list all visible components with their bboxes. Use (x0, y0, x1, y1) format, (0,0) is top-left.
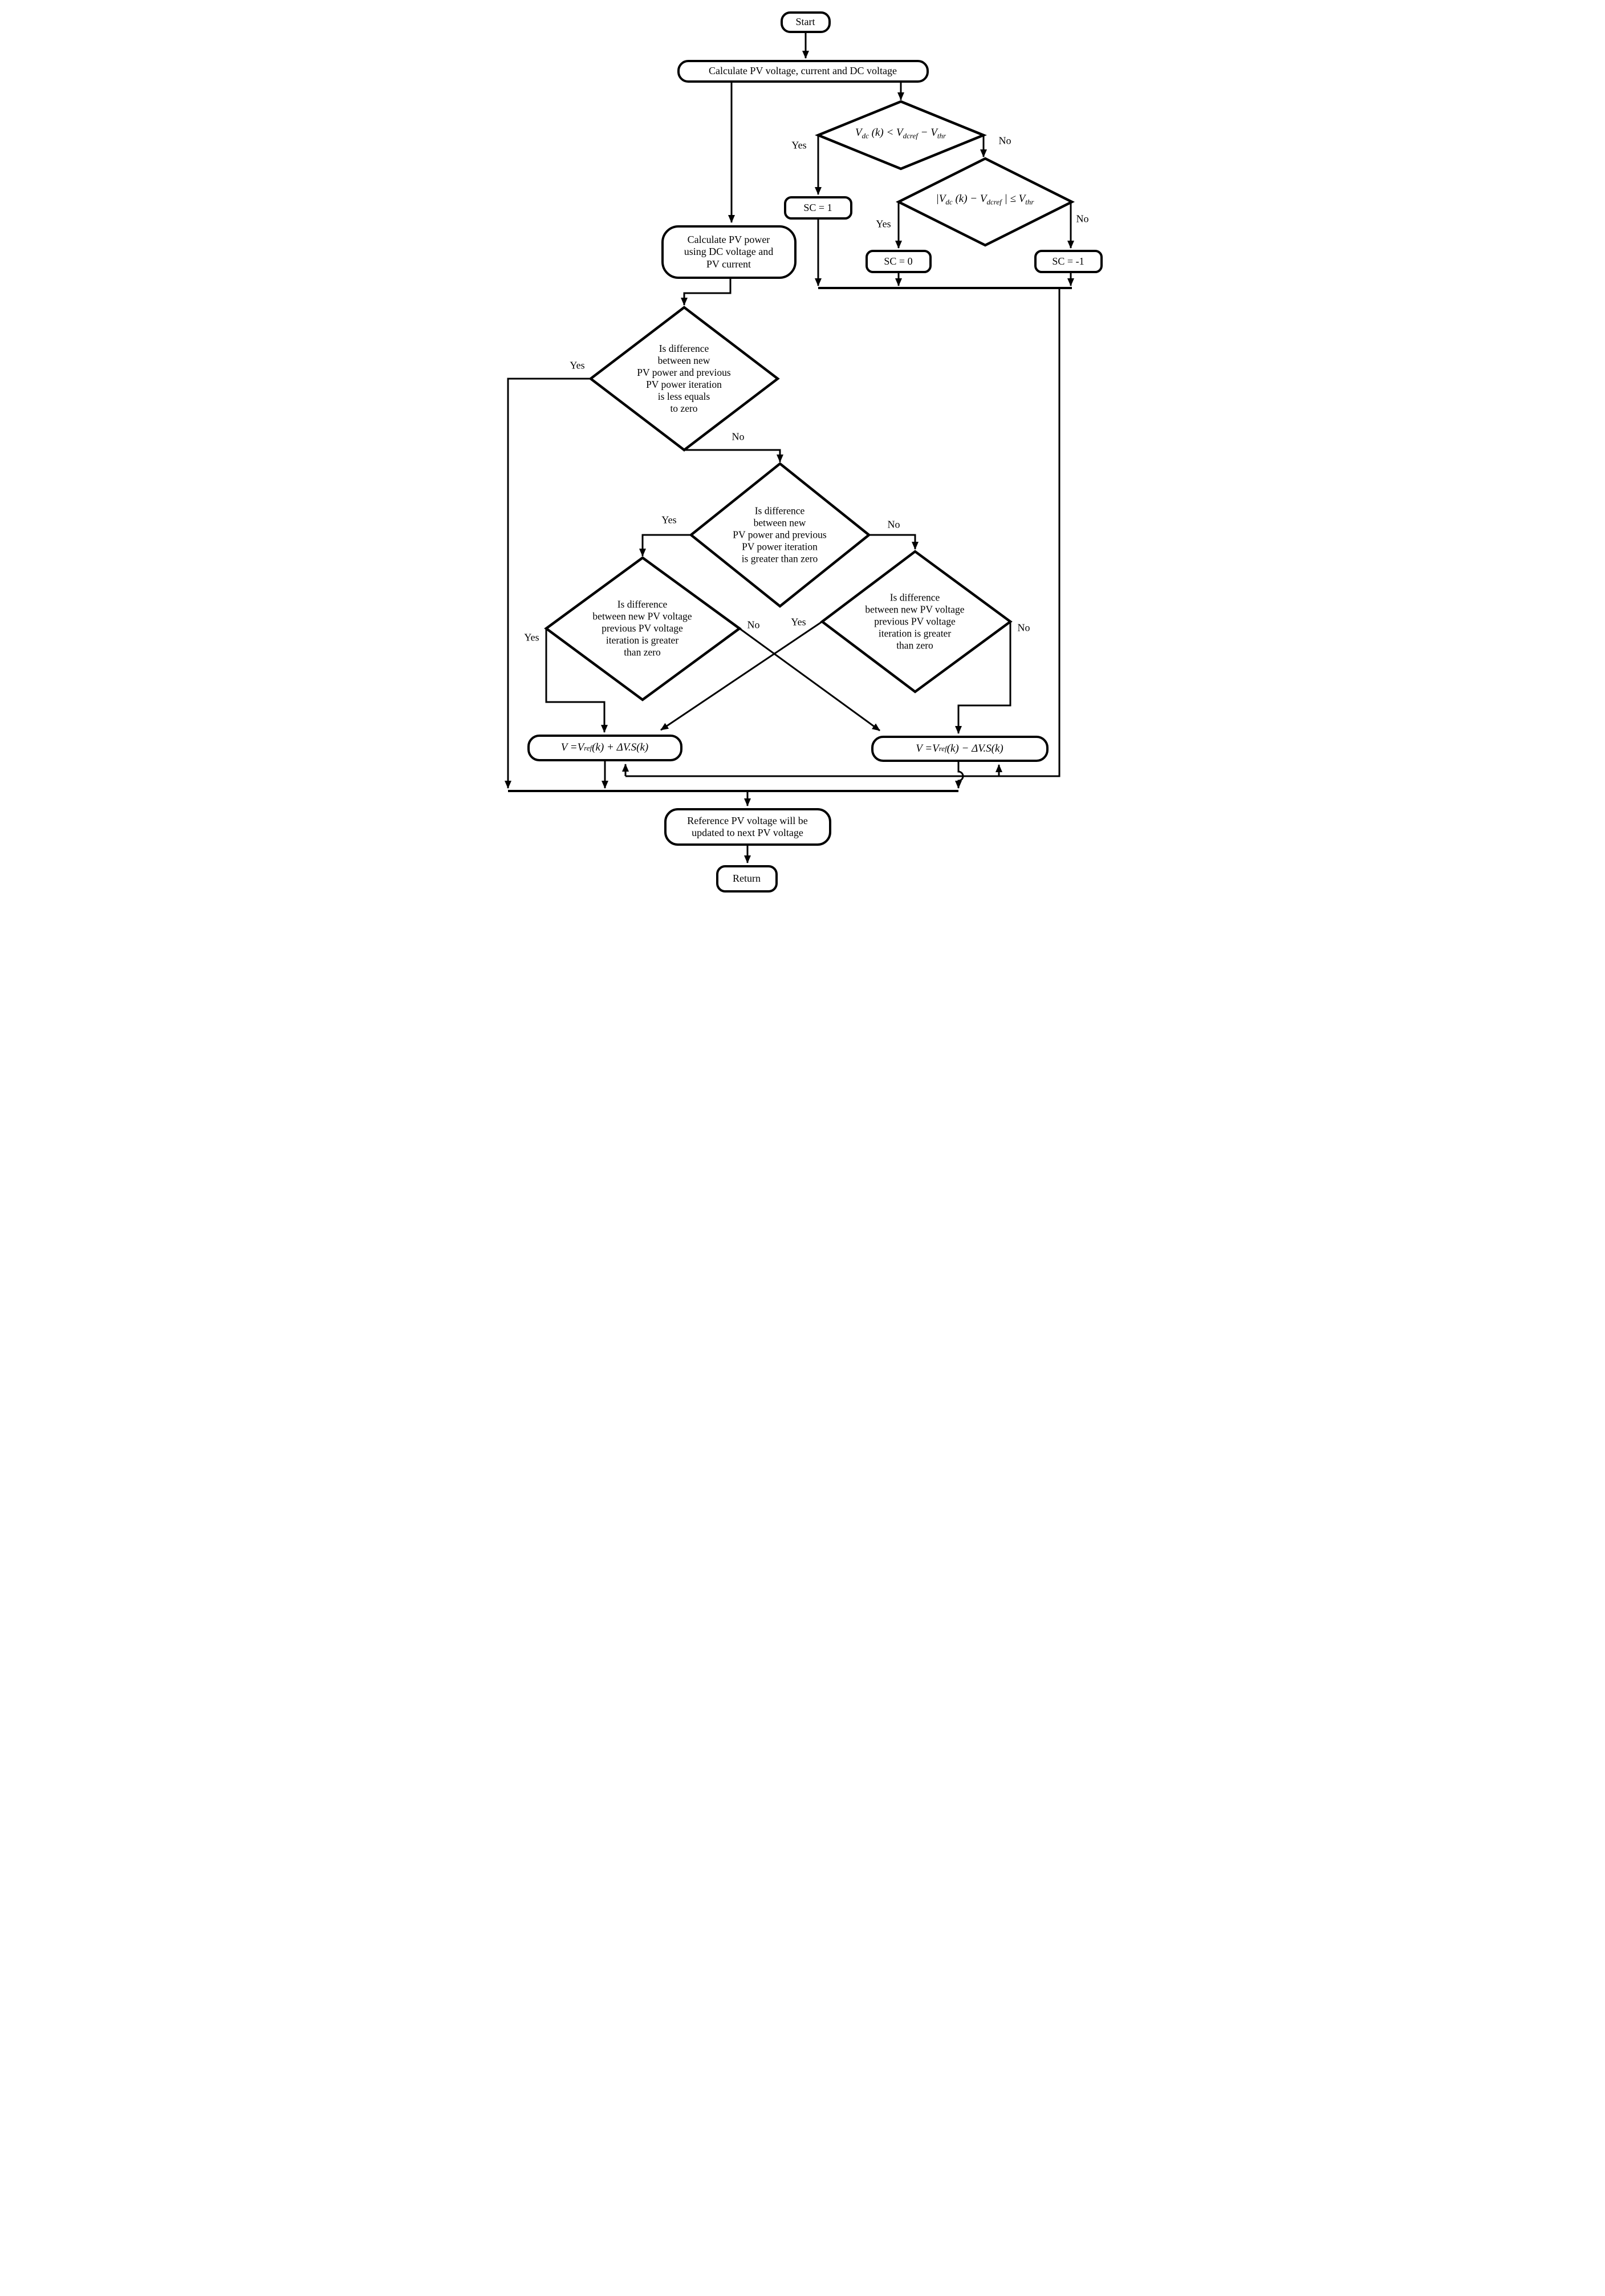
edge-voltage-right-yes-to-formula-plus (660, 620, 823, 731)
sc0-box: SC = 0 (865, 250, 932, 273)
edge-sc-feedback-trunk (625, 288, 1060, 777)
start-terminator: Start (780, 11, 831, 33)
edge-voltage-right-no-to-formula-minus (954, 622, 1011, 734)
decision-vdc-near-diamond (895, 157, 1075, 247)
decision-power-gt-zero-diamond (688, 462, 871, 608)
calc-voltage-box: Calculate PV voltage, current and DC vol… (677, 60, 929, 83)
sc-neg1-box: SC = -1 (1034, 250, 1103, 273)
edge-voltage-left-yes-to-formula-plus (545, 628, 608, 733)
update-reference-box: Reference PV voltage will be updated to … (664, 808, 831, 846)
edge-power-gt-yes-to-voltage-left (639, 534, 691, 557)
edge-voltage-left-no-to-formula-minus (738, 627, 880, 732)
decision-vdc-low-diamond (814, 100, 987, 171)
edge-power-le-yes-long-left (504, 378, 591, 789)
edge-formula-minus-to-bottom-bar (954, 762, 964, 789)
decision-power-le-zero-diamond (588, 306, 780, 452)
decision-voltage-right-diamond (819, 550, 1013, 693)
sc1-box: SC = 1 (783, 196, 852, 220)
edge-power-gt-no-to-voltage-right (868, 534, 919, 550)
flowchart-canvas: Start Calculate PV voltage, current and … (489, 0, 1116, 897)
return-terminator: Return (716, 865, 778, 893)
edge-power-le-no-to-decision-power-gt (684, 449, 783, 463)
edge-calc-power-to-decision-power-le (680, 279, 731, 306)
flowchart-lines (504, 33, 1075, 863)
calc-power-box: Calculate PV power using DC voltage and … (661, 225, 797, 279)
decision-voltage-left-diamond (543, 556, 742, 701)
